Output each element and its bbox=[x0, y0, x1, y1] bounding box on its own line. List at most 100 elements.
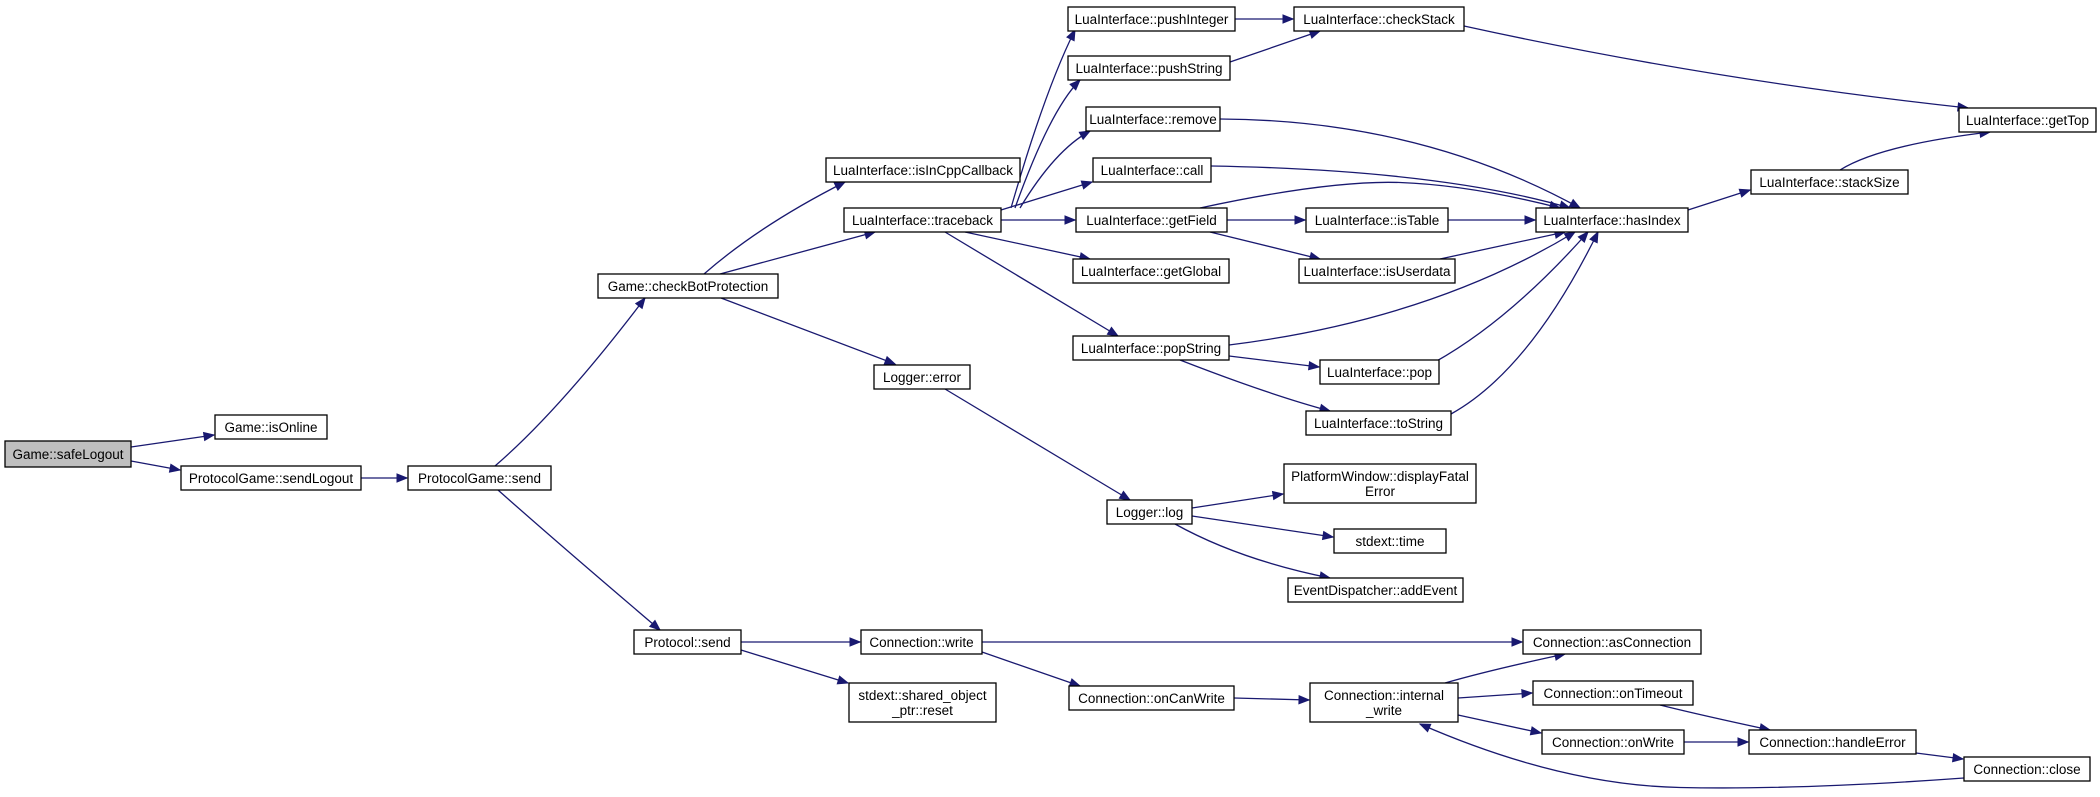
edge-protoSend-to-connWrite bbox=[741, 637, 862, 647]
node-label: Game::isOnline bbox=[224, 420, 317, 435]
node-handleError[interactable]: Connection::handleError bbox=[1748, 729, 1917, 755]
node-traceback[interactable]: LuaInterface::traceback bbox=[843, 207, 1002, 233]
edge-sendLogout-to-pgSend bbox=[361, 473, 409, 483]
node-pop[interactable]: LuaInterface::pop bbox=[1319, 359, 1440, 385]
node-checkStack[interactable]: LuaInterface::checkStack bbox=[1293, 6, 1465, 32]
node-pushInt[interactable]: LuaInterface::pushInteger bbox=[1067, 6, 1236, 32]
edge-onCanWrite-to-internalWrite bbox=[1233, 694, 1311, 705]
edge-logLog-to-displayFatal bbox=[1191, 490, 1285, 509]
node-remove[interactable]: LuaInterface::remove bbox=[1085, 106, 1221, 132]
node-call[interactable]: LuaInterface::call bbox=[1092, 157, 1212, 183]
node-isInCpp[interactable]: LuaInterface::isInCppCallback bbox=[825, 157, 1021, 183]
node-label: stdext::time bbox=[1355, 534, 1424, 549]
edge-checkBot-to-logErr bbox=[720, 297, 897, 365]
edge-connWrite-to-asConnection bbox=[982, 637, 1524, 647]
node-onWrite[interactable]: Connection::onWrite bbox=[1541, 729, 1685, 755]
arrowhead bbox=[1563, 231, 1577, 242]
edge-isUserdata-to-hasIndex bbox=[1439, 229, 1567, 260]
arrowhead bbox=[1521, 688, 1534, 699]
node-label: Connection::onCanWrite bbox=[1078, 691, 1225, 706]
node-hasIndex[interactable]: LuaInterface::hasIndex bbox=[1535, 207, 1689, 233]
arrowhead bbox=[1271, 490, 1285, 501]
edge-isTable-to-hasIndex bbox=[1448, 215, 1537, 225]
node-sendLogout[interactable]: ProtocolGame::sendLogout bbox=[180, 465, 362, 491]
edge-traceback-to-getField bbox=[1001, 215, 1077, 225]
node-label: LuaInterface::getTop bbox=[1966, 113, 2089, 128]
edge-pgSend-to-protoSend bbox=[497, 489, 662, 631]
edge-connWrite-to-onCanWrite bbox=[981, 651, 1082, 688]
node-pgSend[interactable]: ProtocolGame::send bbox=[407, 465, 552, 491]
node-pushStr[interactable]: LuaInterface::pushString bbox=[1067, 55, 1231, 81]
node-connWrite[interactable]: Connection::write bbox=[860, 629, 983, 655]
node-getField[interactable]: LuaInterface::getField bbox=[1075, 207, 1228, 233]
node-label: PlatformWindow::displayFatal bbox=[1291, 469, 1469, 484]
node-isTable[interactable]: LuaInterface::isTable bbox=[1305, 207, 1449, 233]
node-label: LuaInterface::pop bbox=[1327, 365, 1432, 380]
arrowhead bbox=[202, 431, 216, 442]
node-connClose[interactable]: Connection::close bbox=[1963, 756, 2091, 782]
node-label: ProtocolGame::sendLogout bbox=[189, 471, 354, 486]
edge-checkBot-to-traceback bbox=[719, 230, 877, 275]
edge-pgSend-to-checkBot bbox=[494, 296, 646, 467]
arrowhead bbox=[1078, 130, 1092, 141]
arrowhead bbox=[634, 296, 646, 310]
node-sopReset[interactable]: stdext::shared_object_ptr::reset bbox=[848, 682, 997, 723]
node-label: LuaInterface::isInCppCallback bbox=[833, 163, 1013, 178]
node-label: Error bbox=[1365, 484, 1396, 499]
node-popString[interactable]: LuaInterface::popString bbox=[1072, 335, 1230, 361]
arrowhead bbox=[1308, 361, 1321, 371]
node-checkBot[interactable]: Game::checkBotProtection bbox=[597, 273, 779, 299]
node-label: EventDispatcher::addEvent bbox=[1294, 583, 1458, 598]
node-label: LuaInterface::getGlobal bbox=[1081, 264, 1221, 279]
node-isOnline[interactable]: Game::isOnline bbox=[214, 414, 328, 440]
node-logLog[interactable]: Logger::log bbox=[1106, 499, 1193, 525]
node-label: Connection::handleError bbox=[1759, 735, 1906, 750]
node-onCanWrite[interactable]: Connection::onCanWrite bbox=[1068, 685, 1235, 711]
arrowhead bbox=[1577, 230, 1589, 244]
node-label: LuaInterface::popString bbox=[1081, 341, 1221, 356]
node-stackSize[interactable]: LuaInterface::stackSize bbox=[1750, 169, 1909, 195]
arrowhead bbox=[833, 181, 847, 191]
edge-getField-to-isTable bbox=[1227, 215, 1307, 225]
arrowhead bbox=[1737, 737, 1750, 747]
node-internalWrite[interactable]: Connection::internal_write bbox=[1309, 682, 1459, 723]
edge-hasIndex-to-stackSize bbox=[1687, 188, 1752, 211]
node-label: LuaInterface::remove bbox=[1089, 112, 1217, 127]
node-onTimeout[interactable]: Connection::onTimeout bbox=[1532, 680, 1694, 706]
node-label: LuaInterface::pushInteger bbox=[1075, 12, 1229, 27]
node-time[interactable]: stdext::time bbox=[1333, 528, 1447, 554]
edge-logLog-to-time bbox=[1191, 515, 1335, 541]
node-asConnection[interactable]: Connection::asConnection bbox=[1522, 629, 1702, 655]
arrowhead bbox=[1294, 215, 1307, 225]
node-toString[interactable]: LuaInterface::toString bbox=[1305, 410, 1452, 436]
node-safeLogout[interactable]: Game::safeLogout bbox=[4, 440, 132, 468]
edge-traceback-to-popString bbox=[944, 231, 1120, 337]
arrowhead bbox=[1080, 180, 1094, 190]
node-label: LuaInterface::isTable bbox=[1315, 213, 1440, 228]
node-isUserdata[interactable]: LuaInterface::isUserdata bbox=[1298, 258, 1456, 284]
node-protoSend[interactable]: Protocol::send bbox=[633, 629, 742, 655]
node-label: LuaInterface::hasIndex bbox=[1543, 213, 1681, 228]
edge-logErr-to-logLog bbox=[944, 388, 1132, 501]
edge-popString-to-hasIndex bbox=[1228, 231, 1577, 346]
edge-pop-to-hasIndex bbox=[1434, 230, 1589, 363]
arrowhead bbox=[1066, 28, 1076, 42]
edge-checkStack-to-getTop bbox=[1463, 25, 1970, 112]
edge-safeLogout-to-isOnline bbox=[130, 431, 216, 448]
node-label: Game::safeLogout bbox=[12, 447, 123, 462]
node-label: Connection::onWrite bbox=[1552, 735, 1674, 750]
arrowhead bbox=[1106, 326, 1120, 337]
arrowhead bbox=[1321, 530, 1335, 541]
node-getTop[interactable]: LuaInterface::getTop bbox=[1958, 107, 2097, 133]
arrowhead bbox=[1568, 198, 1582, 209]
node-logErr[interactable]: Logger::error bbox=[873, 364, 971, 390]
node-label: _write bbox=[1365, 703, 1402, 718]
edge-pushInt-to-checkStack bbox=[1235, 14, 1295, 24]
edge-traceback-to-getGlobal bbox=[964, 231, 1092, 262]
node-addEvent[interactable]: EventDispatcher::addEvent bbox=[1287, 577, 1464, 603]
arrowhead bbox=[1524, 215, 1537, 225]
node-getGlobal[interactable]: LuaInterface::getGlobal bbox=[1072, 258, 1230, 284]
arrowhead bbox=[168, 463, 182, 473]
arrowhead bbox=[883, 355, 897, 365]
